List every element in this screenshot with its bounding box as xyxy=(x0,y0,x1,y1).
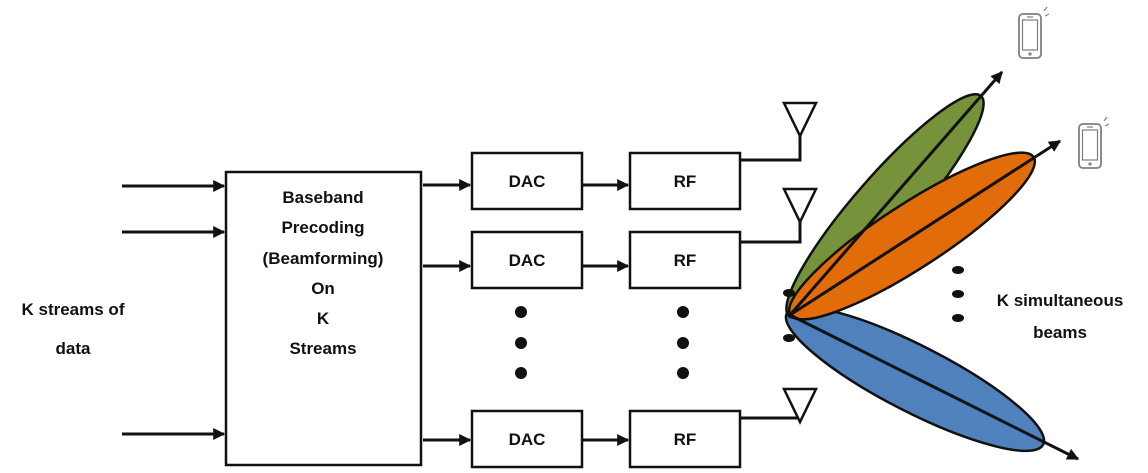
input-streams-label-line2: data xyxy=(56,339,92,358)
ellipsis-dot xyxy=(677,306,689,318)
rf-to-antenna-wire-2 xyxy=(740,222,802,244)
beam-group xyxy=(784,71,1080,461)
beam-2-direction-arrow xyxy=(789,139,1062,317)
input-streams-label-line1: K streams of xyxy=(22,300,125,319)
ellipsis-dot xyxy=(515,367,527,379)
dac-label-2: DAC xyxy=(509,251,546,270)
origin-dot xyxy=(783,289,795,297)
rf-block-1 xyxy=(628,151,742,211)
rf-block-3 xyxy=(628,409,742,469)
ellipsis-dot xyxy=(515,306,527,318)
dac-block-2 xyxy=(470,230,584,290)
ellipsis-dot xyxy=(677,367,689,379)
rf-block-2 xyxy=(628,230,742,290)
precoder-line-2: Precoding xyxy=(281,218,364,237)
antenna-icon-2 xyxy=(782,187,818,225)
dac-label-1: DAC xyxy=(509,172,546,191)
precoder-line-3: (Beamforming) xyxy=(263,249,384,268)
rf-label-3: RF xyxy=(674,430,697,449)
beams-label-line2: beams xyxy=(1033,323,1087,342)
antenna-icon-3 xyxy=(782,387,818,425)
rf-to-antenna-wire-3 xyxy=(740,416,802,422)
dac-block-1 xyxy=(470,151,584,211)
precoder-line-4: On xyxy=(311,279,335,298)
baseband-precoding-block xyxy=(224,170,423,467)
ellipsis-dot xyxy=(952,290,964,298)
beam-1-direction-arrow xyxy=(788,71,1004,316)
origin-dot xyxy=(783,334,795,342)
ellipsis-dot xyxy=(952,266,964,274)
dac-block-3 xyxy=(470,409,584,469)
ellipsis-dot xyxy=(952,314,964,322)
ellipsis-dot xyxy=(677,337,689,349)
rf-label-1: RF xyxy=(674,172,697,191)
precoder-line-1: Baseband xyxy=(282,188,363,207)
beams-label-line1: K simultaneous xyxy=(997,291,1124,310)
antenna-icon-1 xyxy=(782,101,818,139)
ellipsis-dot xyxy=(515,337,527,349)
smartphone-icon xyxy=(1018,6,1050,59)
beam-3-direction-arrow xyxy=(789,313,1080,461)
precoder-line-6: Streams xyxy=(289,339,356,358)
rf-to-antenna-wire-1 xyxy=(740,136,802,162)
rf-label-2: RF xyxy=(674,251,697,270)
dac-label-3: DAC xyxy=(509,430,546,449)
smartphone-icon xyxy=(1078,116,1110,169)
precoder-line-5: K xyxy=(317,309,330,328)
